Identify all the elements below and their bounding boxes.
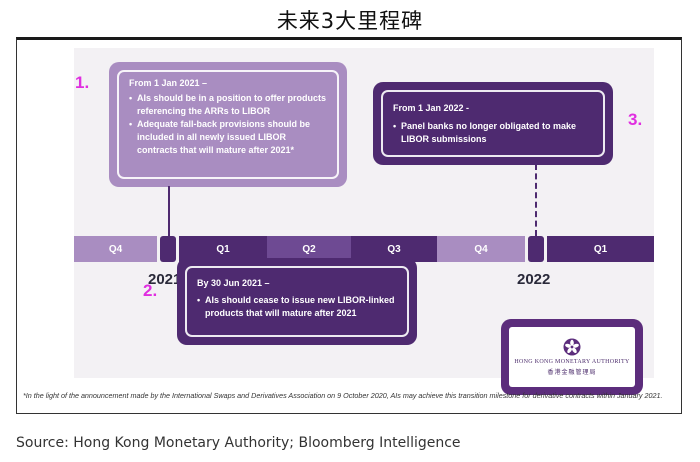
milestone-1-bullet-2: •Adequate fall-back provisions should be…	[129, 119, 311, 155]
year-label-2021: 2021	[148, 271, 182, 288]
milestone-1-inner: From 1 Jan 2021 – •AIs should be in a po…	[117, 70, 339, 179]
milestone-1-box: From 1 Jan 2021 – •AIs should be in a po…	[109, 62, 347, 187]
page-title: 未来3大里程碑	[276, 9, 424, 33]
timeline-q4-2021: Q4	[437, 236, 525, 262]
timeline-q2-2021: Q2	[267, 236, 351, 262]
milestone-1-bullet-1: •AIs should be in a position to offer pr…	[129, 93, 326, 116]
milestone-2-bullet-1: •AIs should cease to issue new LIBOR-lin…	[197, 295, 395, 318]
year-label-2022: 2022	[517, 271, 551, 288]
hkma-logo-box: HONG KONG MONETARY AUTHORITY 香港金融管理局	[501, 319, 643, 395]
logo-name-en: HONG KONG MONETARY AUTHORITY	[514, 359, 630, 365]
milestone-1-number: 1.	[75, 73, 90, 92]
milestone-1-heading: From 1 Jan 2021 –	[129, 78, 208, 88]
milestone-2-number: 2.	[143, 281, 158, 300]
bauhinia-icon	[563, 338, 581, 356]
milestone-3-inner: From 1 Jan 2022 - •Panel banks no longer…	[381, 90, 605, 157]
timeline-q3-2021: Q3	[351, 236, 437, 262]
hkma-logo: HONG KONG MONETARY AUTHORITY 香港金融管理局	[509, 327, 635, 387]
milestone-3-connector	[535, 164, 537, 236]
timeline-q1-2021: Q1	[179, 236, 267, 262]
milestone-2-inner: By 30 Jun 2021 – •AIs should cease to is…	[185, 266, 409, 337]
logo-name-zh: 香港金融管理局	[547, 369, 597, 376]
diagram-frame: 1. From 1 Jan 2021 – •AIs should be in a…	[16, 37, 682, 414]
milestone-1-connector	[168, 186, 170, 236]
timeline-q1-2022: Q1	[547, 236, 654, 262]
milestone-2-box: By 30 Jun 2021 – •AIs should cease to is…	[177, 258, 417, 345]
milestone-3-bullet-1: •Panel banks no longer obligated to make…	[393, 121, 577, 144]
marker-2021	[160, 236, 176, 262]
milestone-3-box: From 1 Jan 2022 - •Panel banks no longer…	[373, 82, 613, 165]
milestone-3-heading: From 1 Jan 2022 -	[393, 103, 470, 113]
footnote: *In the light of the announcement made b…	[23, 391, 663, 400]
source-caption: Source: Hong Kong Monetary Authority; Bl…	[16, 435, 461, 451]
milestone-3-number: 3.	[628, 110, 643, 129]
milestone-2-heading: By 30 Jun 2021 –	[197, 278, 270, 288]
timeline-q4-2020: Q4	[74, 236, 157, 262]
marker-2022	[528, 236, 544, 262]
